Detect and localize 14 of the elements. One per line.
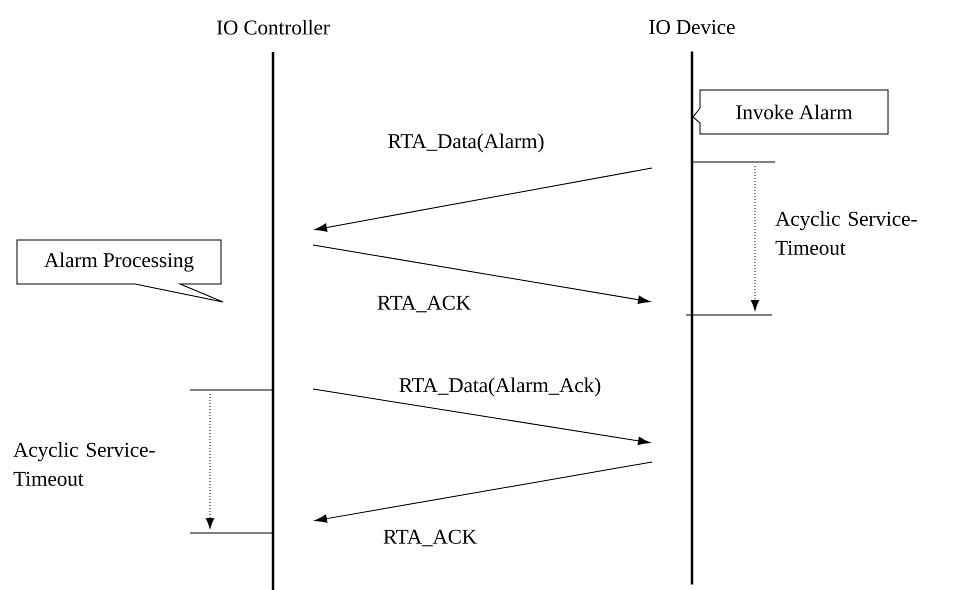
timeout-label: Acyclic Service-Timeout: [13, 442, 155, 486]
edge-label: RTA_Data(Alarm): [386, 132, 546, 154]
edge-label: RTA_ACK: [376, 294, 472, 314]
timeout-label: Acyclic Service-Timeout: [775, 211, 917, 255]
message-arrow: [312, 244, 650, 304]
callout-box: Alarm Processing: [16, 240, 224, 302]
message-arrow: [314, 168, 652, 232]
node-label: IO Device: [649, 20, 735, 34]
message-arrow: [312, 388, 650, 446]
node-label: IO Controller: [216, 20, 330, 35]
message-arrow: [314, 462, 652, 523]
edge-label: RTA_ACK: [382, 528, 478, 548]
edge-label: RTA_Data(Alarm_Ack): [398, 376, 602, 398]
callout-box: Invoke Alarm: [692, 90, 888, 134]
